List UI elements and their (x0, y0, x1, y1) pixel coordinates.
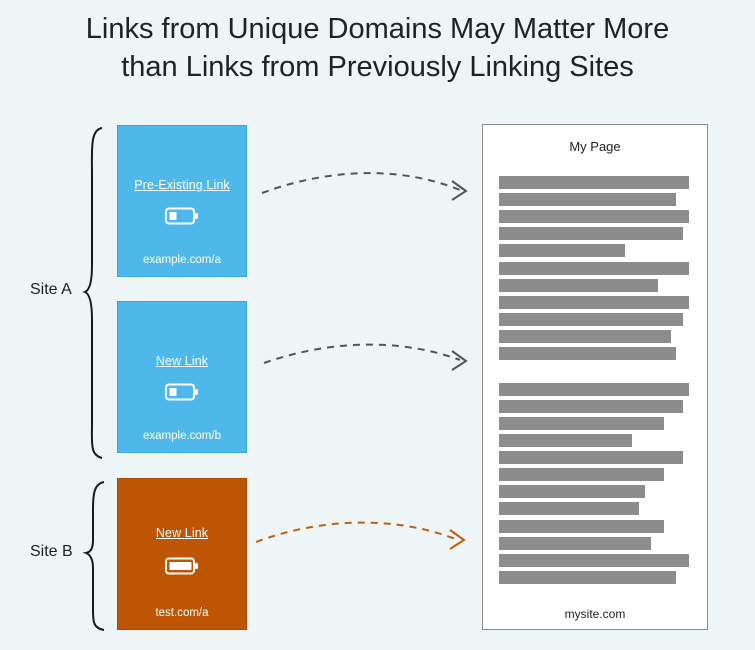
source-domain: example.com/b (143, 430, 221, 442)
title-line-2: than Links from Previously Linking Sites (121, 51, 634, 83)
new-link-site-b[interactable]: New Link (155, 526, 209, 540)
text-line-placeholder (499, 279, 658, 292)
page-domain: mysite.com (564, 607, 626, 621)
text-line-placeholder (499, 210, 689, 223)
text-line-placeholder (499, 227, 683, 240)
battery-icon (165, 207, 198, 225)
site-b-brace (82, 481, 105, 631)
arrow-pre-existing-link (261, 172, 461, 194)
text-line-placeholder (499, 193, 676, 206)
arrow-head-3 (449, 529, 466, 550)
text-line-placeholder (499, 554, 689, 567)
text-line-placeholder (499, 400, 683, 413)
text-line-placeholder (499, 434, 632, 447)
diagram-title: Links from Unique Domains May Matter Mor… (0, 10, 755, 86)
source-domain: test.com/a (155, 607, 209, 619)
text-line-placeholder (499, 468, 664, 481)
text-line-placeholder (499, 520, 664, 533)
text-line-placeholder (499, 262, 689, 275)
text-line-placeholder (499, 537, 651, 550)
site-a-brace (82, 127, 103, 459)
title-line-1: Links from Unique Domains May Matter Mor… (85, 13, 670, 45)
text-line-placeholder (499, 571, 676, 584)
text-line-placeholder (499, 417, 664, 430)
target-page: My Page mysite.com (482, 124, 708, 630)
arrow-head-1 (451, 180, 468, 201)
source-card-new-link-site-b: New Link test.com/a (117, 478, 247, 630)
text-line-placeholder (499, 485, 645, 498)
pre-existing-link[interactable]: Pre-Existing Link (134, 178, 230, 192)
text-line-placeholder (499, 296, 689, 309)
text-line-placeholder (499, 176, 689, 189)
battery-icon (165, 383, 198, 401)
source-card-pre-existing: Pre-Existing Link example.com/a (117, 125, 247, 277)
text-line-placeholder (499, 347, 676, 360)
page-title: My Page (569, 139, 621, 154)
battery-icon (165, 557, 198, 575)
site-b-label: Site B (30, 543, 73, 560)
text-line-placeholder (499, 502, 639, 515)
text-line-placeholder (499, 313, 683, 326)
new-link-site-a[interactable]: New Link (155, 354, 209, 368)
text-line-placeholder (499, 330, 671, 343)
site-a-label: Site A (30, 281, 72, 298)
text-line-placeholder (499, 244, 625, 257)
arrow-head-2 (451, 350, 468, 371)
text-line-placeholder (499, 451, 683, 464)
arrow-new-link-site-a (263, 343, 461, 364)
source-domain: example.com/a (143, 254, 221, 266)
text-line-placeholder (499, 383, 689, 396)
source-card-new-link-site-a: New Link example.com/b (117, 301, 247, 453)
arrow-new-link-site-b (255, 521, 459, 543)
